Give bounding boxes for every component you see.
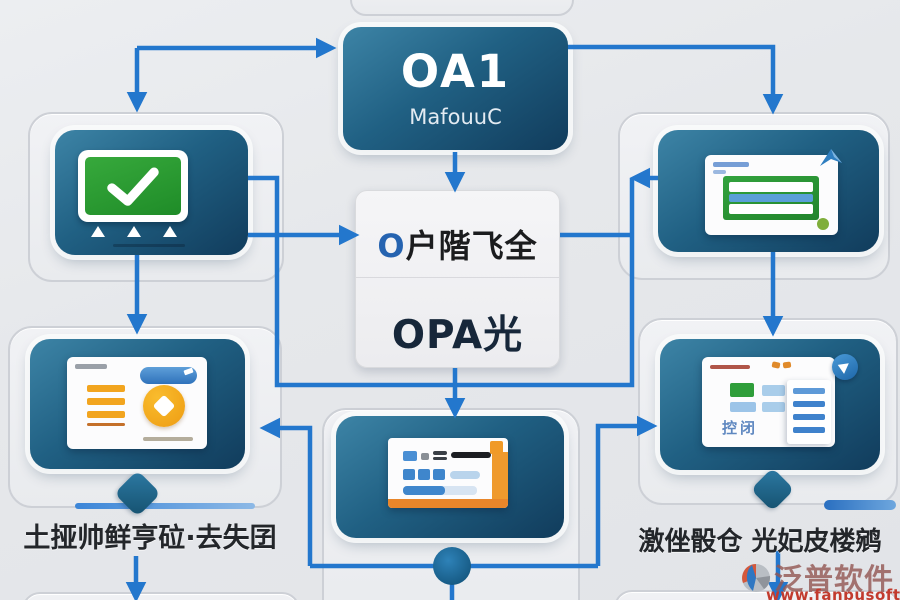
progress-bar — [403, 486, 477, 495]
orange-line — [87, 398, 125, 405]
mini-blue-tile — [403, 451, 417, 461]
mini-dark-bar — [433, 457, 447, 460]
orange-button — [490, 441, 503, 454]
list-bar — [793, 388, 825, 394]
blurred-text — [713, 170, 726, 174]
connector-loop — [248, 175, 635, 388]
center-label-card: O户階飞全 OPA光 — [355, 190, 560, 368]
oa-title: OA1 — [400, 45, 511, 98]
blurred-text — [713, 162, 749, 167]
mini-gray-tile — [421, 453, 429, 460]
progress-fill — [403, 486, 445, 495]
mini-blue-square — [418, 469, 430, 480]
watermark-brand: 泛普软件 — [774, 562, 895, 596]
blurred-text-red — [710, 365, 750, 369]
dashboard-card-icon: 控闭 — [702, 357, 835, 447]
list-panel — [787, 380, 831, 444]
caption-bottom-left: 土挜帅鲜亨砬·去失囝 — [23, 523, 277, 554]
white-stripe — [729, 204, 813, 214]
blue-pill — [140, 367, 197, 384]
blue-edge-bar-left — [75, 503, 255, 509]
orange-bottom-bar — [388, 499, 508, 508]
center-line1: O户階飞全 — [377, 227, 538, 265]
monitor-screen — [85, 157, 181, 215]
green-stripe-block — [723, 176, 819, 220]
blurred-text — [75, 364, 107, 369]
list-bar — [793, 414, 825, 420]
node-window — [336, 416, 564, 538]
monitor-check-icon — [78, 150, 188, 222]
light-blue-pill — [450, 471, 480, 479]
black-bar — [451, 452, 491, 458]
list-bar — [793, 401, 825, 407]
circle-connector — [433, 547, 471, 585]
green-cell — [730, 383, 754, 397]
orange-thin-line — [87, 423, 125, 426]
checkmark-icon — [107, 167, 159, 206]
orange-side-strip — [492, 452, 508, 500]
blue-cell — [762, 385, 785, 396]
orange-line — [87, 411, 125, 418]
mini-blue-square — [403, 469, 415, 480]
white-stripe — [729, 182, 813, 192]
arrow-oa-to-form — [568, 44, 784, 115]
monitor-stand-triangles — [91, 226, 177, 237]
blue-cell — [762, 402, 785, 412]
divider — [356, 277, 559, 278]
caption-bottom-right: 激侳骰仓 光妃皮楼鹓 — [638, 527, 882, 557]
node-document — [30, 339, 245, 469]
node-approval — [55, 130, 248, 255]
arrow-to-dashboard — [595, 415, 658, 566]
form-card-icon — [705, 149, 842, 235]
center-line1-prefix: O — [377, 227, 406, 265]
blurred-text — [143, 437, 193, 441]
green-dot — [817, 218, 829, 230]
notification-button — [832, 354, 858, 380]
mini-dark-bar — [433, 451, 447, 455]
oa-subtitle: MafouuC — [409, 105, 502, 129]
document-card-icon — [67, 357, 207, 449]
blue-stripe — [729, 194, 813, 202]
center-line2: OPA光 — [391, 313, 524, 358]
node-dashboard: 控闭 — [660, 339, 880, 470]
arrow-to-document — [259, 417, 313, 566]
blue-edge-bar-right — [824, 500, 896, 510]
blurred-text — [113, 244, 185, 247]
node-oa-main: OA1 MafouuC — [343, 27, 568, 150]
paper-plane-icon — [820, 149, 842, 166]
mini-blue-square — [433, 469, 445, 480]
orange-line — [87, 385, 125, 392]
node-form — [658, 130, 879, 252]
list-bar — [793, 427, 825, 433]
coin-icon — [143, 385, 185, 427]
dashboard-card-label: 控闭 — [722, 419, 759, 437]
fanpu-logo-icon — [742, 564, 771, 592]
window-card-icon — [388, 438, 508, 508]
blue-cell — [730, 402, 756, 412]
watermark-url: www.fanpusoft.com — [766, 586, 900, 600]
